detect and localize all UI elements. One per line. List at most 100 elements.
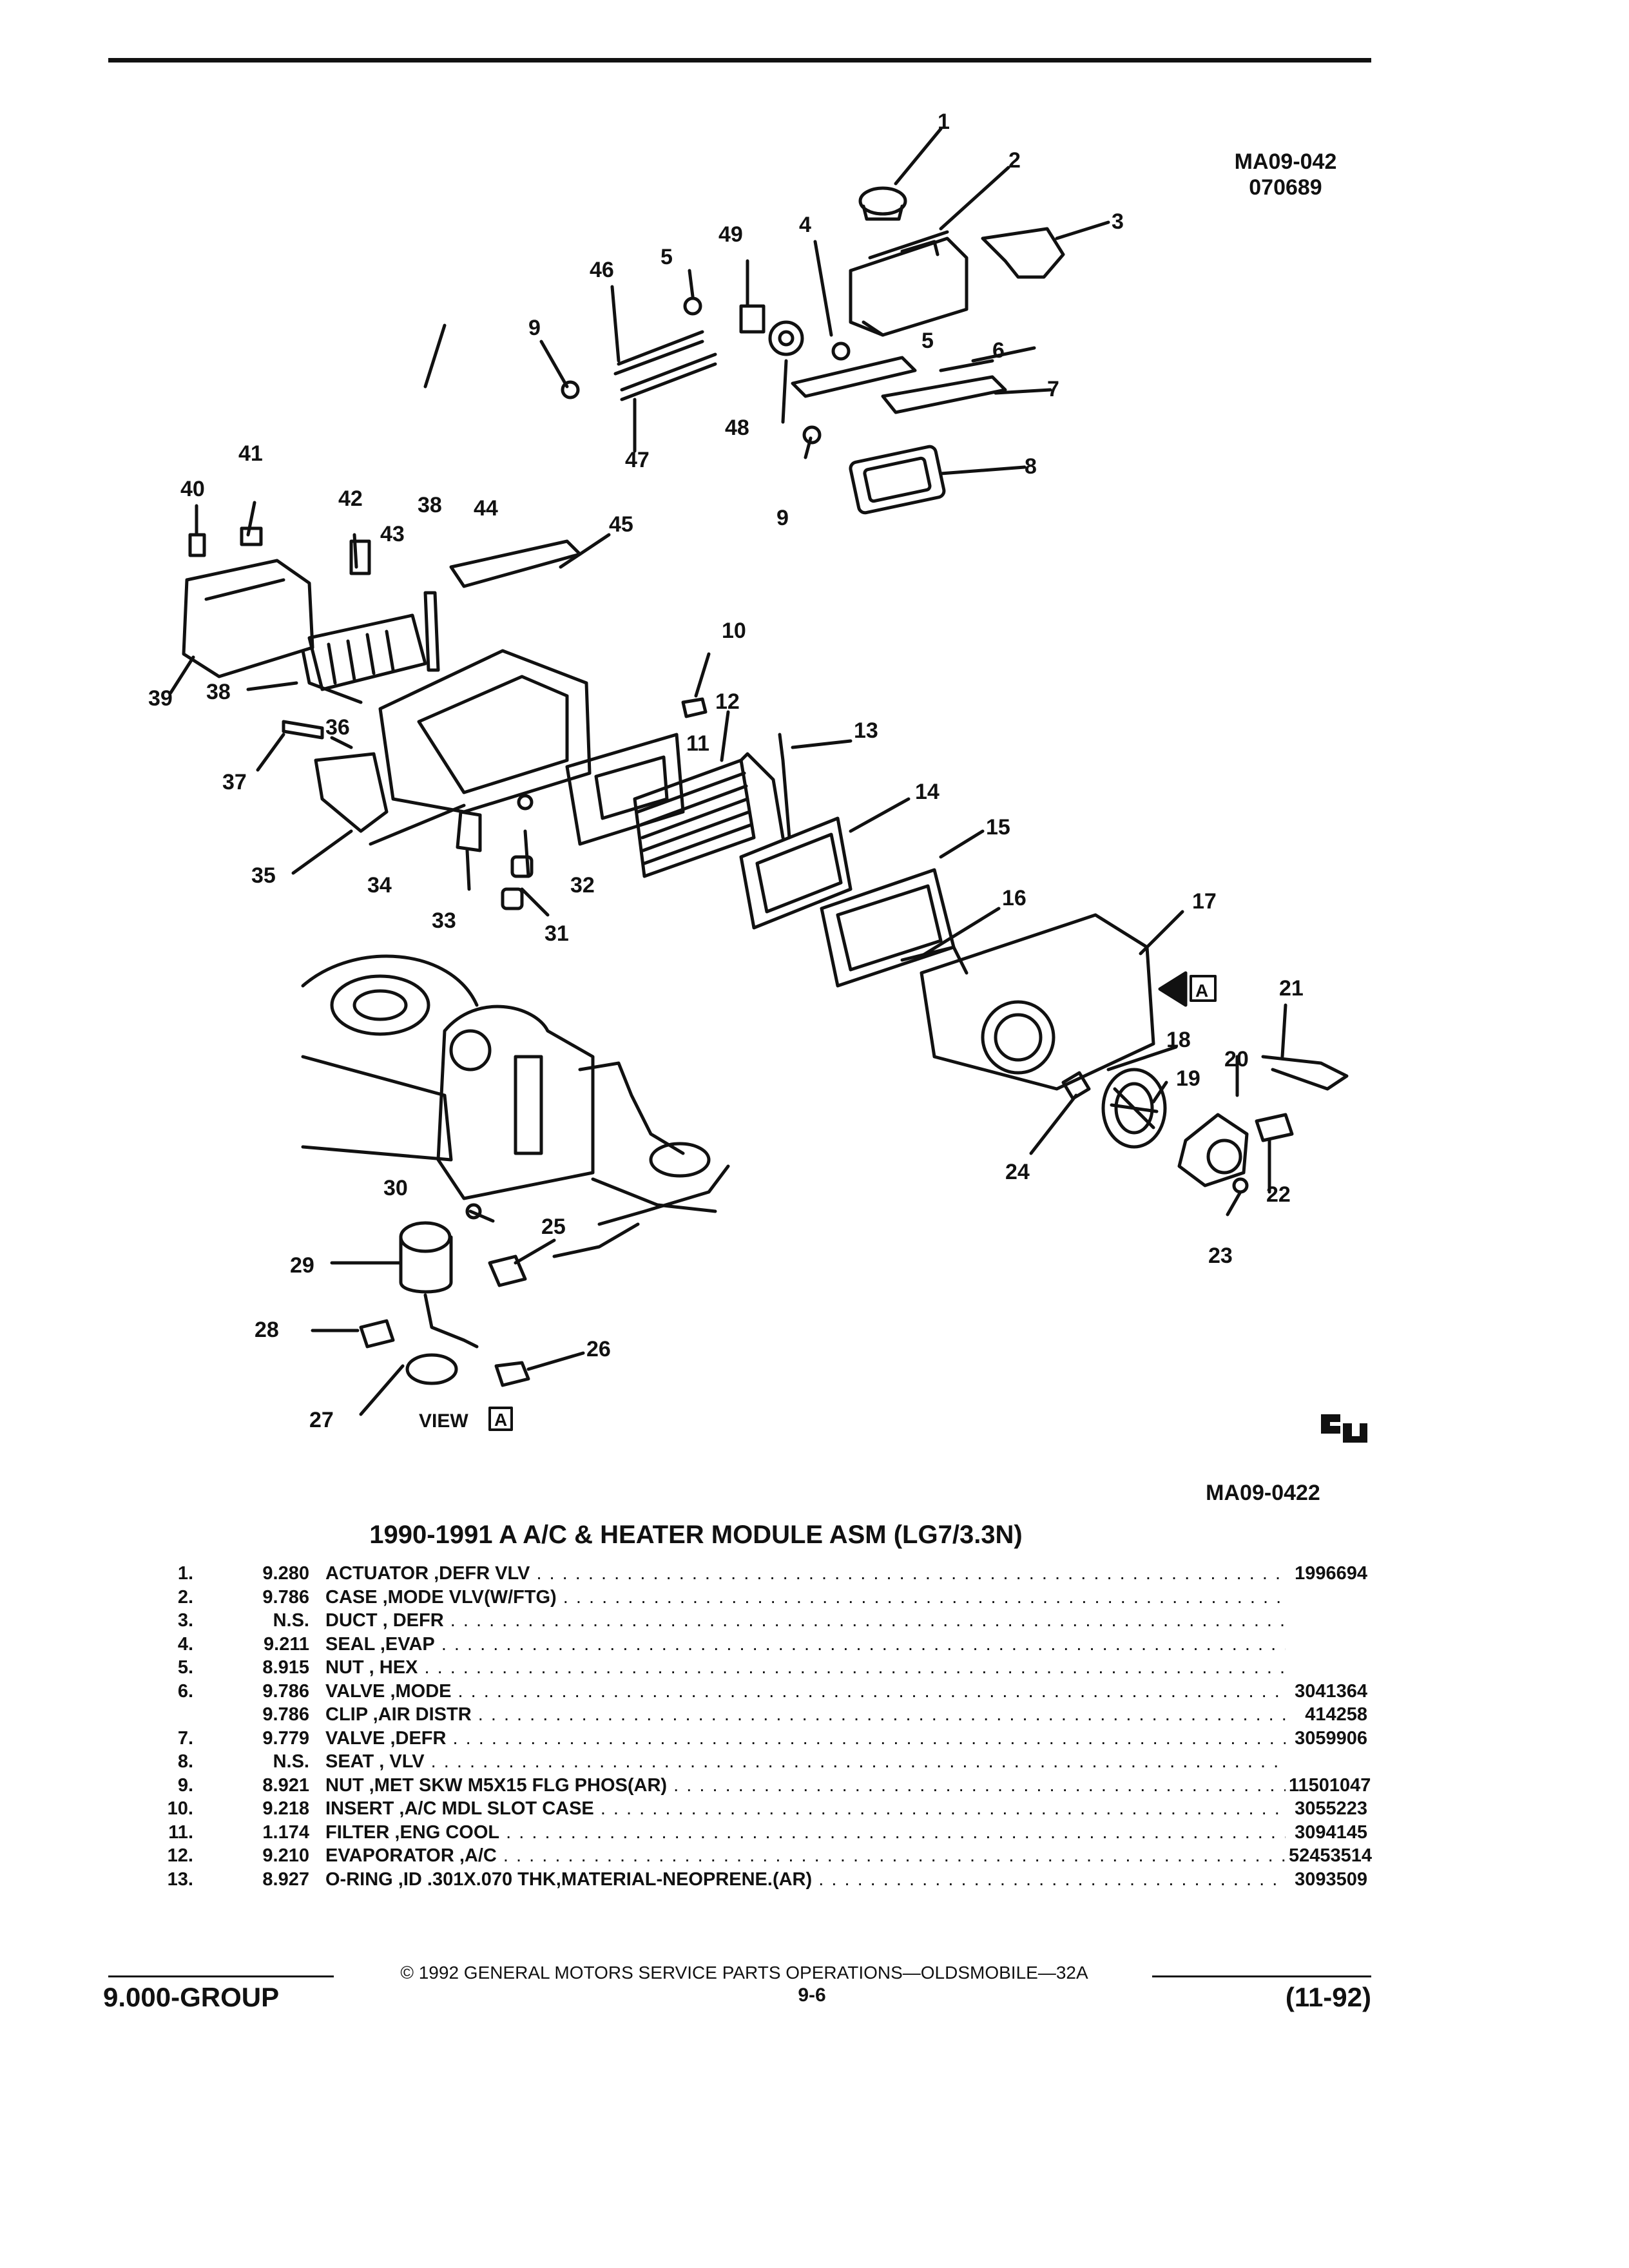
svg-text:38: 38 <box>206 680 231 704</box>
item-number: 13. <box>167 1869 193 1890</box>
svg-text:32: 32 <box>570 873 595 898</box>
svg-text:A: A <box>494 1410 507 1430</box>
group-number: 9.786 <box>262 1680 309 1702</box>
svg-text:16: 16 <box>1002 886 1027 910</box>
svg-text:36: 36 <box>325 715 350 740</box>
part-number: 3055223 <box>1295 1798 1367 1819</box>
module-housing-left-part <box>182 559 314 678</box>
item-number: 8. <box>177 1751 193 1772</box>
svg-text:1: 1 <box>938 110 950 134</box>
svg-text:7: 7 <box>1047 377 1059 401</box>
svg-text:9: 9 <box>776 506 789 530</box>
group-number: 8.915 <box>262 1657 309 1678</box>
svg-text:18: 18 <box>1166 1028 1191 1052</box>
svg-text:20: 20 <box>1224 1047 1249 1072</box>
part-number: 3041364 <box>1295 1680 1367 1702</box>
svg-text:17: 17 <box>1192 889 1217 914</box>
part-description: EVAPORATOR ,A/C <box>325 1844 1286 1868</box>
valve-seat-part <box>849 445 946 515</box>
svg-text:37: 37 <box>222 770 247 794</box>
svg-text:VIEW: VIEW <box>419 1410 468 1432</box>
part-description: DUCT , DEFR <box>325 1609 1286 1633</box>
part-number: 3059906 <box>1295 1727 1367 1749</box>
part-number: 3093509 <box>1295 1869 1367 1890</box>
svg-text:8: 8 <box>1025 454 1037 479</box>
part-description: NUT ,MET SKW M5X15 FLG PHOS(AR) <box>325 1774 1286 1798</box>
group-number: 9.786 <box>262 1586 309 1608</box>
item-number: 9. <box>177 1774 193 1796</box>
svg-text:2: 2 <box>1008 148 1021 173</box>
svg-text:40: 40 <box>180 477 205 501</box>
item-number: 5. <box>177 1657 193 1678</box>
item-number: 7. <box>177 1727 193 1749</box>
item-number: 1. <box>177 1563 193 1584</box>
item-number: 11. <box>168 1821 193 1843</box>
svg-text:24: 24 <box>1005 1160 1030 1184</box>
item-number: 6. <box>177 1680 193 1702</box>
svg-text:14: 14 <box>915 780 940 804</box>
part-number: 1996694 <box>1295 1563 1367 1584</box>
svg-text:15: 15 <box>986 815 1010 840</box>
svg-text:10: 10 <box>722 619 746 643</box>
svg-text:13: 13 <box>854 718 878 743</box>
revision-date: (11-92) <box>1285 1982 1371 2012</box>
group-number: 8.927 <box>262 1869 309 1890</box>
part-number: 414258 <box>1305 1704 1367 1725</box>
svg-text:46: 46 <box>590 258 614 282</box>
svg-text:42: 42 <box>338 486 363 511</box>
svg-text:21: 21 <box>1279 976 1304 1001</box>
svg-text:26: 26 <box>586 1337 611 1361</box>
evaporator-core-part <box>633 758 756 878</box>
svg-text:28: 28 <box>255 1318 279 1342</box>
svg-text:39: 39 <box>148 686 173 711</box>
svg-text:25: 25 <box>541 1215 566 1239</box>
gm-logo <box>1321 1414 1367 1443</box>
svg-text:12: 12 <box>715 689 740 714</box>
svg-text:33: 33 <box>432 908 456 933</box>
svg-text:6: 6 <box>992 338 1005 363</box>
svg-text:31: 31 <box>545 921 569 946</box>
part-description: NUT , HEX <box>325 1656 1286 1680</box>
parts-list-row: 8. N.S. SEAT , VLV <box>129 1750 1373 1774</box>
top-rule <box>108 58 1371 62</box>
part-description: SEAT , VLV <box>325 1750 1286 1774</box>
footer-rule-right <box>1152 1975 1371 1977</box>
blower-wheel-part <box>1101 1068 1167 1149</box>
frame-14-part <box>739 816 853 930</box>
svg-text:27: 27 <box>309 1408 334 1432</box>
svg-text:47: 47 <box>625 448 650 472</box>
svg-text:43: 43 <box>380 522 405 546</box>
svg-text:11: 11 <box>686 731 709 756</box>
section-title: 1990-1991 A A/C & HEATER MODULE ASM (LG7… <box>369 1521 1023 1549</box>
heater-core-part <box>307 613 427 691</box>
group-number: 9.218 <box>262 1798 309 1819</box>
blower-case-part <box>920 913 1155 1091</box>
svg-text:41: 41 <box>238 441 263 466</box>
svg-text:3: 3 <box>1112 209 1124 234</box>
rod-47-part <box>620 352 717 401</box>
svg-text:44: 44 <box>474 496 498 521</box>
vehicle-installation-view <box>301 954 730 1431</box>
group-number: N.S. <box>273 1751 309 1772</box>
part-description: SEAL ,EVAP <box>325 1633 1286 1657</box>
item-number: 12. <box>167 1845 193 1866</box>
part-description: CASE ,MODE VLV(W/FTG) <box>325 1586 1286 1610</box>
illustration-ref-code-bottom: MA09-0422 <box>1206 1481 1320 1505</box>
mode-valve-case-part <box>849 230 969 337</box>
svg-text:5: 5 <box>921 329 934 353</box>
page-number: 9-6 <box>798 1984 826 2006</box>
item-number: 2. <box>177 1586 193 1608</box>
part-description: ACTUATOR ,DEFR VLV <box>325 1562 1286 1586</box>
evaporator-seal-plate <box>565 733 685 846</box>
group-number: 9.210 <box>262 1845 309 1866</box>
